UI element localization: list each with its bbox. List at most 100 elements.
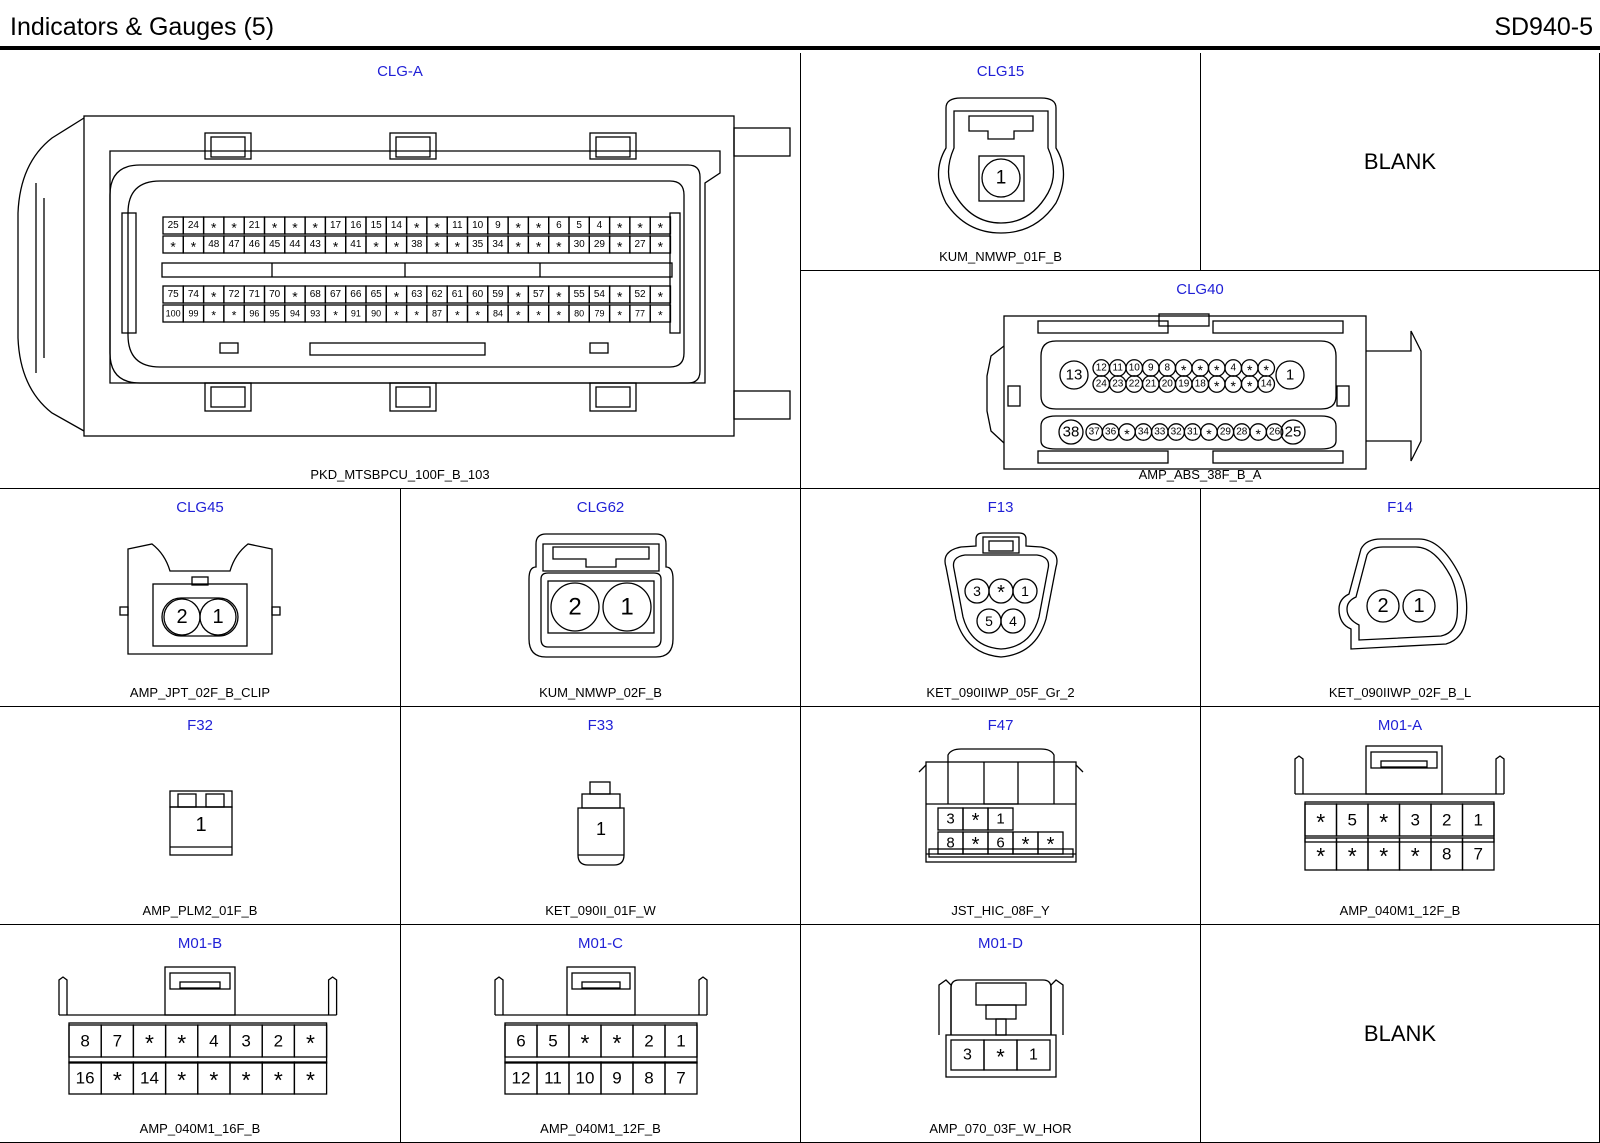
pin-label: 29: [594, 239, 606, 250]
housing-outline: [119, 606, 129, 616]
pin-label: 9: [495, 220, 501, 231]
pin-label: *: [516, 289, 522, 305]
housing-outline: [1003, 315, 1367, 470]
housing-outline: [204, 132, 252, 160]
housing-outline: [581, 793, 621, 809]
pin-label: 93: [310, 309, 320, 319]
connector-type: AMP_070_03F_W_HOR: [929, 1121, 1072, 1136]
pin-label: 36: [1105, 427, 1117, 438]
pin-label: *: [394, 309, 399, 323]
pin-label: 16: [350, 220, 362, 231]
housing-outline: [945, 1034, 1057, 1078]
pin-circle: [1402, 589, 1436, 623]
housing-outline: [1050, 979, 1064, 1035]
pin-label: *: [414, 220, 420, 236]
housing-outline: [581, 981, 621, 989]
pin-circle: [199, 598, 237, 636]
pin-label: 6: [516, 1032, 525, 1051]
pin-label: *: [191, 239, 197, 255]
housing-outline: [395, 386, 431, 408]
housing-outline: [950, 979, 1052, 1035]
pin-label: *: [613, 1030, 622, 1056]
pin-cell: [293, 1061, 328, 1095]
connector-name: F33: [587, 717, 614, 734]
pin-label: *: [617, 289, 623, 305]
connector-name: CLG40: [1176, 281, 1224, 298]
pin-cell: [649, 285, 672, 304]
pin-label: 15: [371, 220, 383, 231]
pin-label: *: [536, 239, 542, 255]
housing-outline: [177, 793, 197, 808]
pin-label: 95: [270, 309, 280, 319]
pin-label: 1: [676, 1032, 685, 1051]
pin-label: *: [1316, 809, 1325, 835]
pin-label: *: [516, 239, 522, 255]
housing-outline: [952, 554, 1050, 650]
housing-outline: [982, 536, 1020, 554]
pin-label: *: [1379, 809, 1388, 835]
pin-label: 96: [249, 309, 259, 319]
pin-label: 31: [1187, 427, 1199, 438]
pin-label: 1: [1413, 595, 1424, 617]
pin-label: *: [170, 239, 176, 255]
housing-outline: [540, 572, 662, 648]
pin-label: 44: [289, 239, 301, 250]
pin-label: *: [394, 239, 400, 255]
pin-label: 11: [1113, 363, 1124, 374]
pin-label: 5: [985, 613, 993, 629]
housing-outline: [1212, 450, 1344, 464]
connector-cell-f32: F32 1 AMP_PLM2_01F_B: [0, 707, 401, 925]
pin-label: 6: [556, 220, 562, 231]
pin-label: 52: [634, 289, 646, 300]
connector-type: JST_HIC_08F_Y: [951, 903, 1050, 918]
housing-outline: [988, 540, 1014, 552]
housing-outline: [83, 115, 735, 437]
pin-label: *: [274, 1067, 283, 1093]
pin-label: 70: [269, 289, 281, 300]
pin-label: 1: [1474, 811, 1483, 830]
pin-label: *: [1047, 834, 1055, 856]
pin-label: 30: [574, 239, 586, 250]
pin-label: *: [1247, 378, 1253, 394]
housing-outline: [595, 136, 631, 158]
pin-cell: [1016, 1039, 1051, 1071]
pin-label: 100: [166, 309, 181, 319]
connector-name: F14: [1387, 499, 1413, 516]
pin-label: 25: [168, 220, 180, 231]
connector-drawing: 3*1: [938, 979, 1064, 1078]
housing-outline: [161, 262, 673, 278]
pin-label: 3: [963, 1047, 972, 1064]
housing-outline: [947, 762, 1055, 805]
housing-outline: [191, 576, 209, 586]
housing-outline: [327, 976, 338, 1015]
pin-label: *: [333, 309, 338, 323]
pin-label: 99: [188, 309, 198, 319]
pin-label: 59: [492, 289, 504, 300]
pin-label: *: [333, 239, 339, 255]
housing-outline: [1294, 755, 1304, 794]
pin-label: 63: [411, 289, 423, 300]
pin-label: *: [996, 1045, 1005, 1070]
pin-label: *: [313, 220, 319, 236]
pin-label: 11: [544, 1069, 562, 1088]
pin-label: 1: [996, 168, 1007, 189]
housing-outline: [109, 150, 721, 384]
housing-outline: [698, 976, 708, 1015]
pin-cell: [649, 216, 672, 235]
pin-label: *: [232, 309, 237, 323]
pin-label: 35: [472, 239, 484, 250]
pin-label: 1: [996, 811, 1004, 828]
pin-label: *: [1181, 362, 1187, 378]
connector-name: M01-C: [577, 935, 623, 952]
housing-outline: [1037, 450, 1169, 464]
pin-label: *: [292, 289, 298, 305]
housing-outline: [395, 136, 431, 158]
pin-label: *: [272, 220, 278, 236]
pin-label: 47: [228, 239, 240, 250]
pin-label: 25: [1285, 424, 1302, 441]
housing-outline: [938, 979, 952, 1035]
pin-label: 13: [1066, 367, 1083, 384]
